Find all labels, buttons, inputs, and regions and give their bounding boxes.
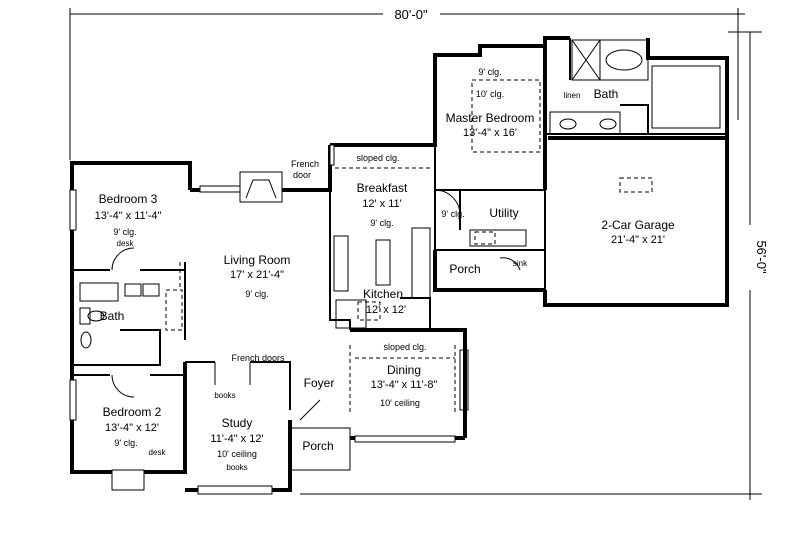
study-ceiling: 10' ceiling — [217, 449, 257, 459]
utility-label: Utility — [489, 206, 518, 220]
bedroom3-desk: desk — [117, 239, 135, 248]
french-door-label-1: French — [291, 159, 319, 169]
dining-sloped-ceiling: sloped clg. — [383, 342, 426, 352]
bedroom2-label: Bedroom 2 — [103, 405, 162, 419]
bedroom3-size: 13'-4" x 11'-4" — [95, 210, 162, 222]
bath2-label: Bath — [100, 309, 125, 323]
study-books-bottom: books — [226, 463, 247, 472]
living-room-size: 17' x 21'-4" — [230, 269, 284, 281]
french-door-label-2: door — [293, 170, 311, 180]
bedroom2-ceiling: 9' clg. — [114, 438, 137, 448]
fixtures — [69, 39, 721, 495]
kitchen-label: Kitchen — [363, 287, 403, 301]
breakfast-label: Breakfast — [357, 181, 408, 195]
breakfast-size: 12' x 11' — [362, 198, 401, 210]
overall-depth-label: 56'-0" — [754, 240, 769, 274]
linen-label: linen — [564, 91, 581, 100]
breakfast-sloped-ceiling: sloped clg. — [356, 153, 399, 163]
dining-size: 13'-4" x 11'-8" — [371, 379, 438, 391]
rear-porch-label: Porch — [449, 262, 480, 276]
master-bedroom-ceiling-10: 10' clg. — [476, 89, 504, 99]
kitchen-size: 12' x 12' — [366, 304, 406, 316]
sink-label: sink — [513, 259, 528, 268]
garage-label: 2-Car Garage — [601, 218, 675, 232]
bedroom3-ceiling: 9' clg. — [113, 227, 136, 237]
dining-ceiling: 10' ceiling — [380, 398, 420, 408]
overall-width-label: 80'-0" — [394, 7, 428, 22]
master-bedroom-size: 13'-4" x 16' — [463, 127, 517, 139]
master-bedroom-label: Master Bedroom — [446, 111, 535, 125]
study-books-top: books — [214, 391, 235, 400]
utility-ceiling: 9' clg. — [441, 209, 464, 219]
master-bath-label: Bath — [594, 87, 619, 101]
living-room-ceiling: 9' clg. — [245, 289, 268, 299]
master-bedroom-ceiling-9: 9' clg. — [478, 67, 501, 77]
french-doors-label: French doors — [231, 353, 285, 363]
bedroom2-size: 13'-4" x 12' — [105, 422, 159, 434]
breakfast-ceiling: 9' clg. — [370, 218, 393, 228]
bedroom3-label: Bedroom 3 — [99, 192, 158, 206]
garage-size: 21'-4" x 21' — [611, 234, 665, 246]
living-room-label: Living Room — [224, 253, 291, 267]
dimension-lines — [69, 8, 762, 500]
study-size: 11'-4" x 12' — [210, 433, 263, 445]
front-porch-label: Porch — [302, 439, 333, 453]
foyer-label: Foyer — [304, 376, 335, 390]
dining-label: Dining — [387, 363, 421, 377]
study-label: Study — [222, 416, 253, 430]
bedroom2-desk: desk — [149, 448, 167, 457]
